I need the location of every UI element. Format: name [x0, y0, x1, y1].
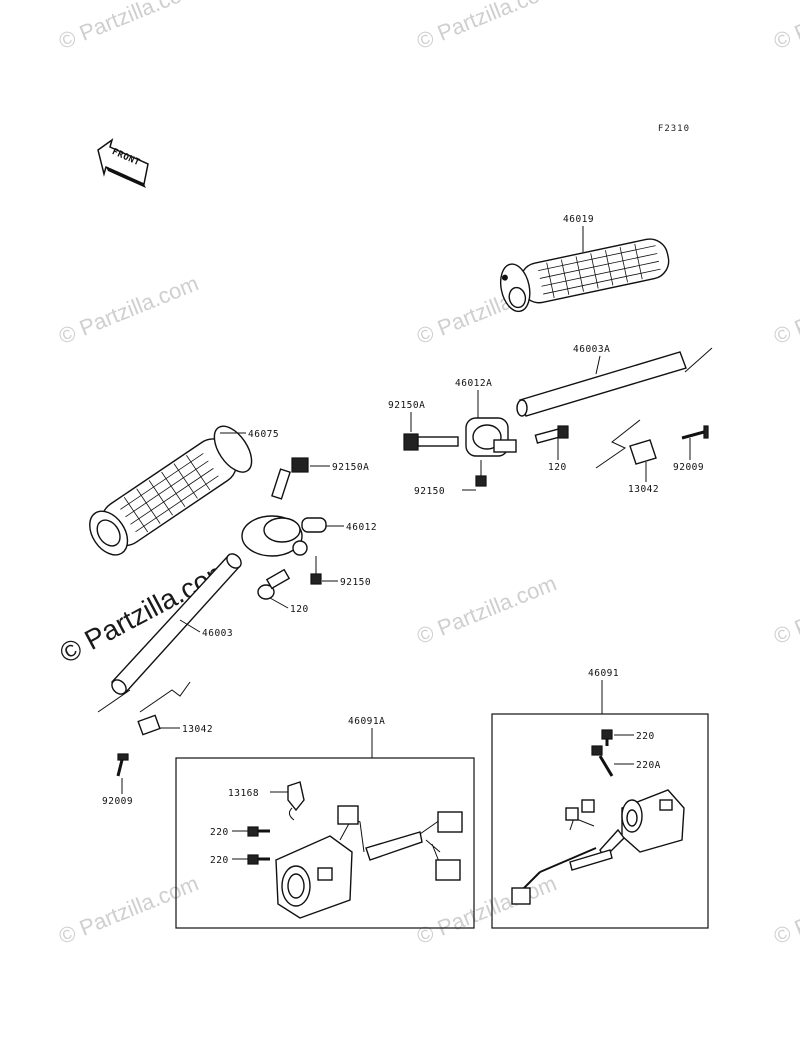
- screw-120-left: [257, 568, 291, 600]
- callout-46091: 46091: [588, 668, 619, 679]
- callout-46019: 46019: [563, 214, 594, 225]
- front-arrow-icon: FRONT: [97, 138, 149, 188]
- callout-220A: 220A: [636, 760, 661, 771]
- callout-220-a: 220: [210, 827, 229, 838]
- bolt-92150-left: [310, 556, 322, 585]
- callout-220-c: 220: [636, 731, 655, 742]
- screw-220-a: [247, 826, 270, 837]
- callout-92150-left: 92150: [340, 577, 371, 588]
- screw-92009-right: [681, 425, 709, 440]
- bolt-92150-right: [475, 460, 487, 487]
- right-bar-46003A: [516, 351, 687, 417]
- clamp-46012A: [465, 417, 517, 457]
- switch-box-46091: [491, 713, 709, 929]
- callout-120-left: 120: [290, 604, 309, 615]
- callout-92150A-left: 92150A: [332, 462, 369, 473]
- right-grip-46019: [499, 238, 670, 313]
- screw-220-b: [247, 854, 270, 865]
- left-grip-46075: [89, 425, 253, 556]
- switch-box-46091A: [175, 757, 475, 929]
- callout-46003: 46003: [202, 628, 233, 639]
- callout-46012A: 46012A: [455, 378, 492, 389]
- callout-46091A: 46091A: [348, 716, 385, 727]
- right-switch-housing: [511, 789, 685, 905]
- clamp-46012-left: [241, 515, 327, 557]
- callout-46003A: 46003A: [573, 344, 610, 355]
- callout-46012: 46012: [346, 522, 377, 533]
- screw-220A: [591, 745, 614, 777]
- callout-92009-left: 92009: [102, 796, 133, 807]
- bolt-92150A-right: [403, 433, 459, 451]
- callout-92150A-right: 92150A: [388, 400, 425, 411]
- screw-120-right: [534, 425, 569, 444]
- callout-92150-right: 92150: [414, 486, 445, 497]
- screw-220-c: [601, 729, 613, 746]
- left-bar-46003: [110, 553, 242, 695]
- callout-46075: 46075: [248, 429, 279, 440]
- figure-code: F2310: [657, 124, 690, 134]
- weight-13042-left: [137, 714, 161, 736]
- callout-13042-right: 13042: [628, 484, 659, 495]
- callout-120-right: 120: [548, 462, 567, 473]
- callout-13168: 13168: [228, 788, 259, 799]
- weight-13042-right: [629, 439, 657, 465]
- clip-13168: [287, 781, 305, 821]
- left-switch-housing: [275, 805, 463, 919]
- callout-92009-right: 92009: [673, 462, 704, 473]
- callout-13042-left: 13042: [182, 724, 213, 735]
- callout-220-b: 220: [210, 855, 229, 866]
- screw-92009-left: [116, 753, 129, 777]
- bolt-92150A-left: [271, 457, 309, 500]
